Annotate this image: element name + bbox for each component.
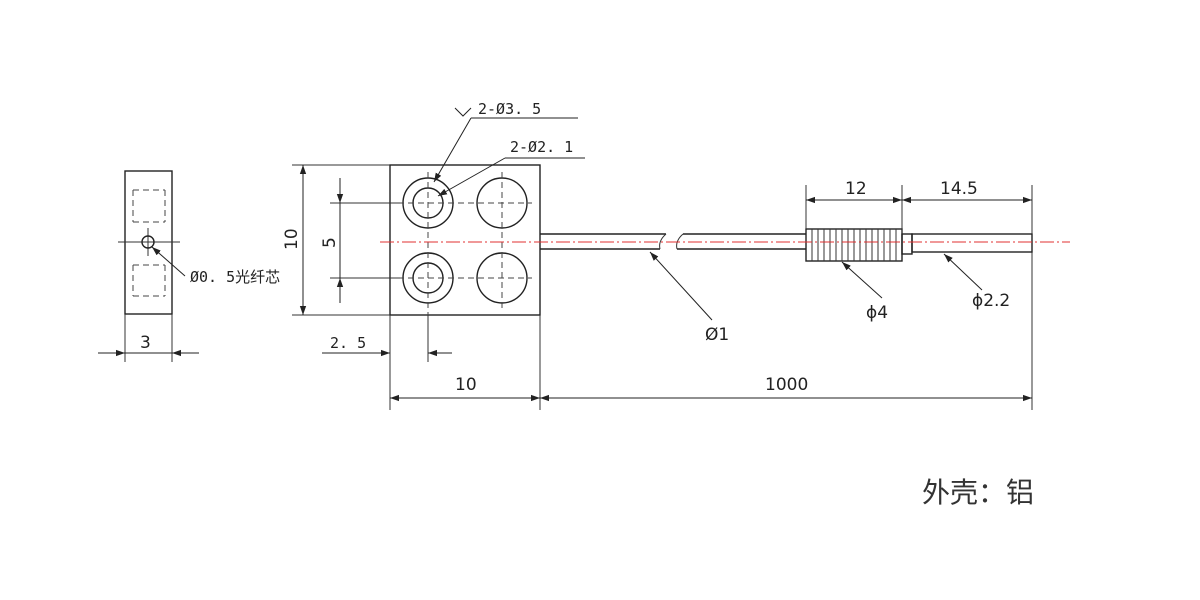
tip-diameter-label: ϕ2.2 — [972, 291, 1010, 311]
height-5-label: 5 — [320, 237, 340, 248]
block-front-view — [389, 164, 541, 358]
sleeve-diameter-label: ϕ4 — [866, 303, 888, 323]
diameter-leaders: Ø1 ϕ4 ϕ2.2 — [649, 251, 1010, 345]
hole-callouts: 2-Ø3. 5 2-Ø2. 1 — [433, 100, 585, 197]
tip-length-label: 14.5 — [940, 179, 978, 199]
offset-dimension: 2. 5 — [322, 315, 452, 362]
fiber-cable — [540, 233, 806, 250]
holes-inner-label: 2-Ø2. 1 — [510, 138, 573, 156]
holes-outer-label: 2-Ø3. 5 — [478, 100, 541, 118]
side-width-label: 3 — [140, 333, 151, 353]
height-10-label: 10 — [282, 228, 302, 250]
fiber-tip — [911, 233, 1033, 253]
length-1000-label: 1000 — [765, 375, 808, 395]
length-dimensions: 10 1000 — [389, 245, 1033, 410]
knurled-sleeve — [805, 228, 913, 262]
material-note: 外壳：铝 — [922, 476, 1034, 509]
width-10-label: 10 — [455, 375, 477, 395]
block-outline — [389, 164, 541, 316]
fiber-core-hole — [141, 235, 155, 249]
side-view: Ø0. 5光纤芯 3 — [98, 170, 280, 362]
fiber-diameter-label: Ø1 — [705, 325, 729, 345]
sleeve-length-label: 12 — [845, 179, 867, 199]
sleeve-dimensions: 12 14.5 — [805, 179, 1033, 234]
height-dimensions: 10 5 — [282, 164, 400, 316]
offset-label: 2. 5 — [330, 334, 366, 352]
fiber-core-label: Ø0. 5光纤芯 — [190, 268, 280, 286]
